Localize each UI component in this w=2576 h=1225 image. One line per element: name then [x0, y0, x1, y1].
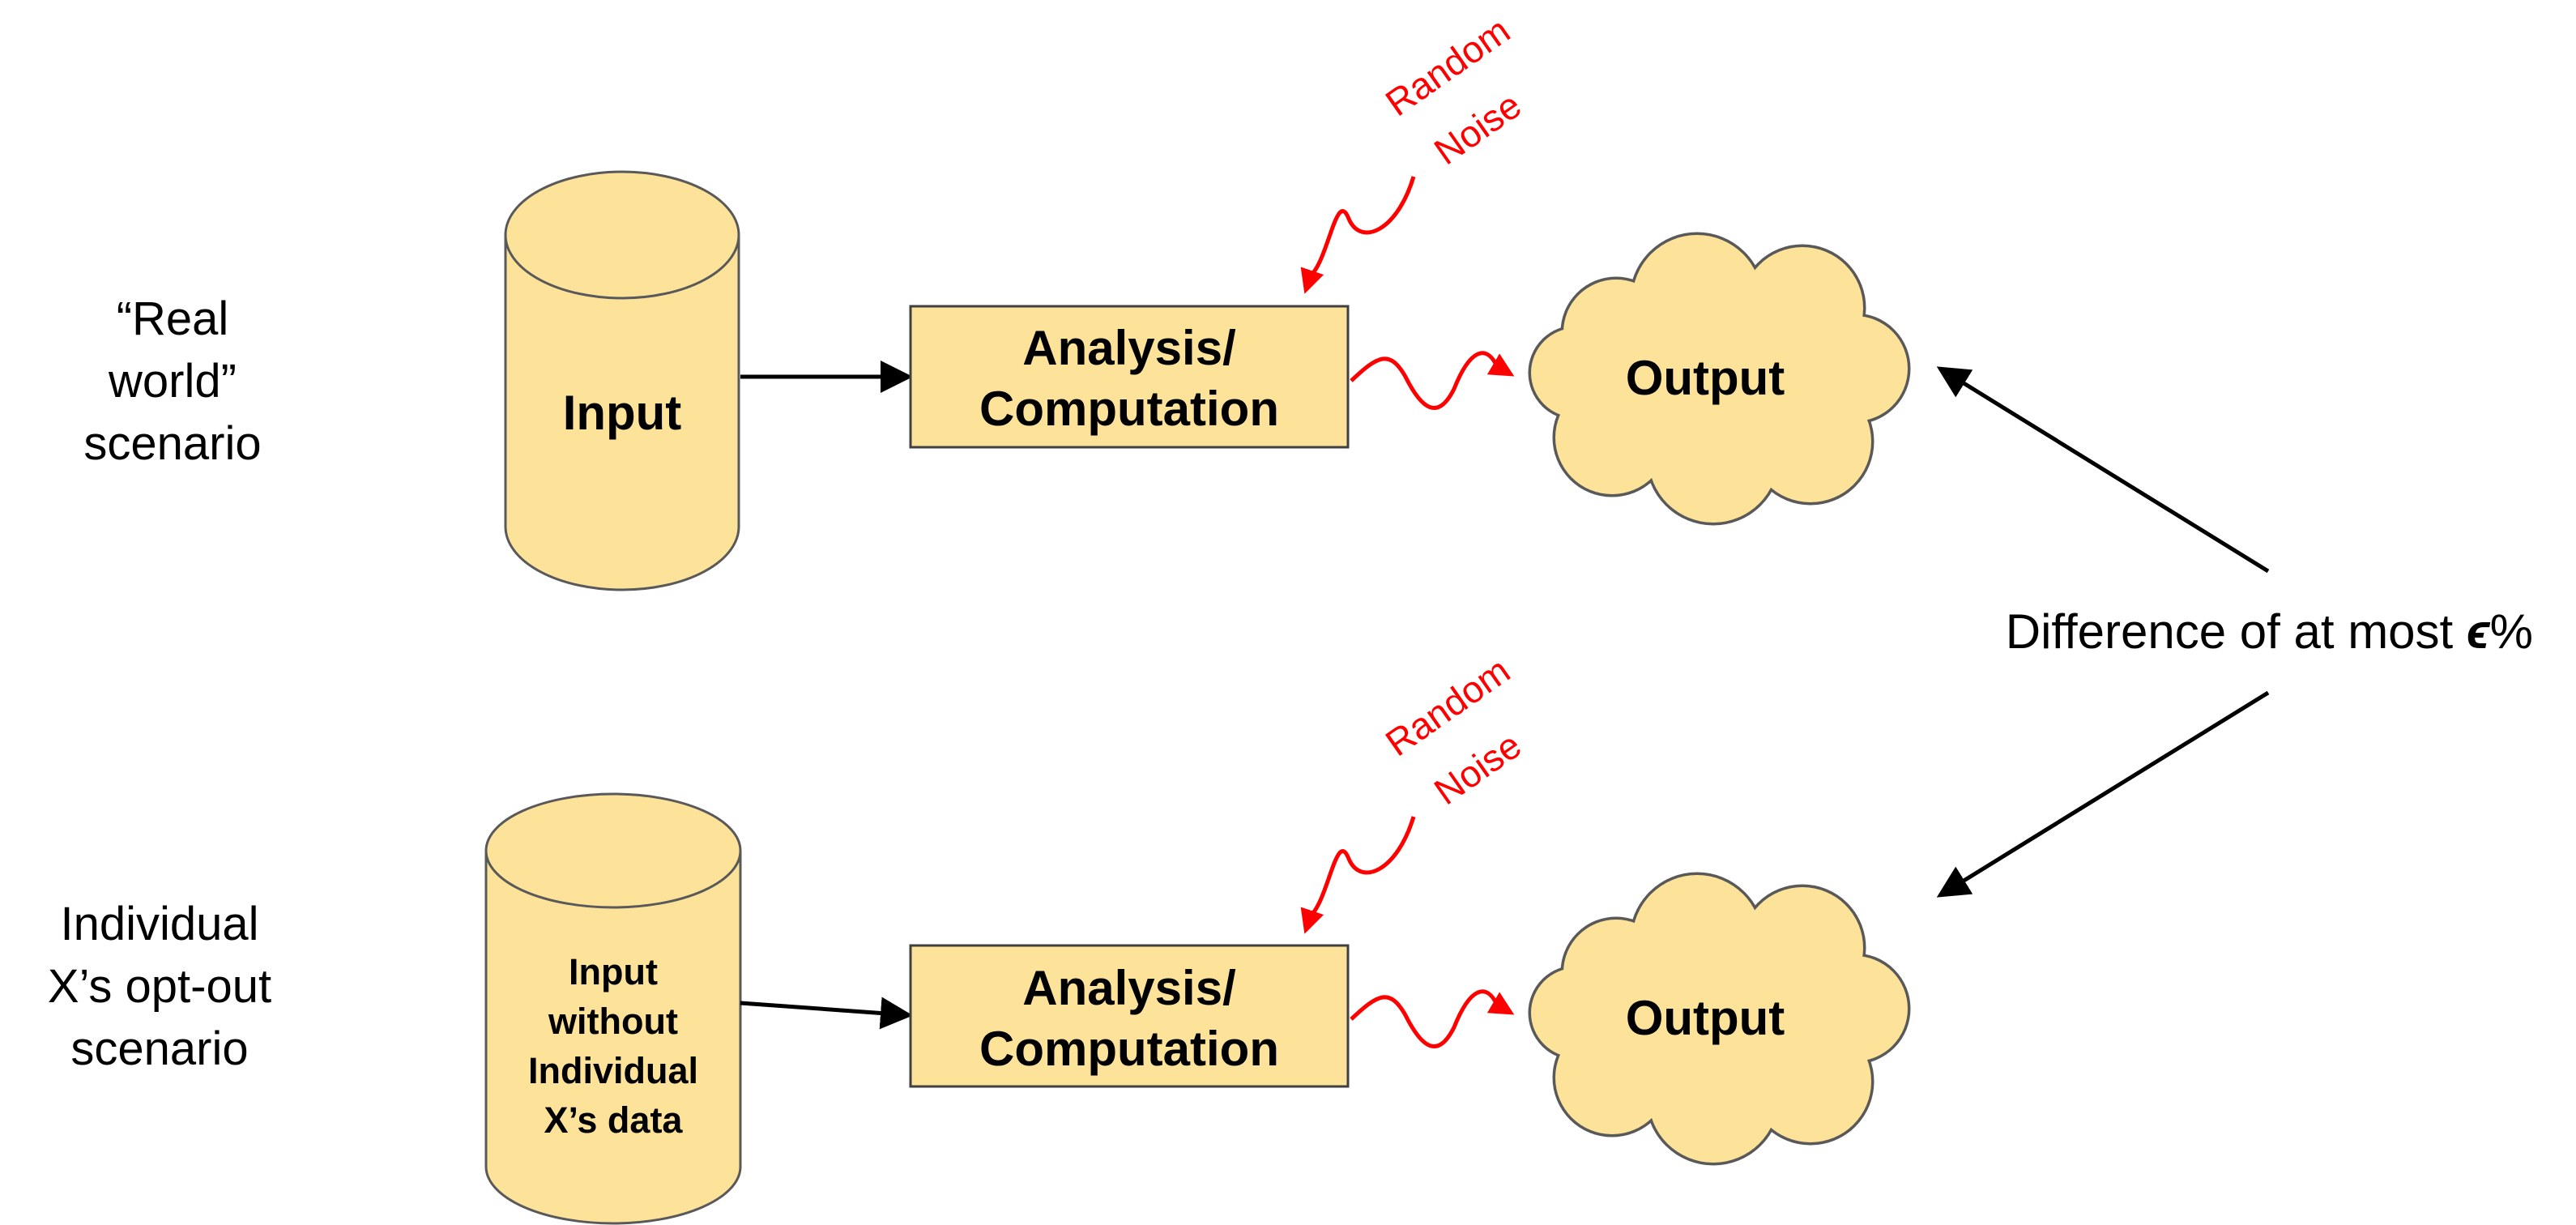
- svg-text:Individual: Individual: [528, 1050, 698, 1091]
- output-cloud-bottom: Output: [1531, 875, 1908, 1163]
- svg-text:Noise: Noise: [1427, 723, 1529, 813]
- analysis-box: Analysis/ Computation: [909, 305, 1350, 449]
- analysis-to-output-squiggle: [1350, 351, 1515, 410]
- svg-text:Individual: Individual: [60, 898, 258, 950]
- svg-text:“Real: “Real: [117, 292, 229, 345]
- random-noise-label: Random Noise: [1378, 9, 1529, 173]
- noise-squiggle-arrow: [1300, 176, 1416, 294]
- output-cloud: Output: [1531, 235, 1908, 523]
- difference-arrow-bottom: [1936, 690, 2270, 898]
- svg-text:Input: Input: [569, 951, 658, 992]
- svg-text:world”: world”: [108, 355, 237, 408]
- noise-squiggle-arrow-bottom: [1300, 816, 1416, 934]
- difference-label: Difference of at most ϵ%: [2006, 604, 2533, 659]
- analysis-to-output-squiggle-bottom: [1350, 989, 1515, 1048]
- output-label: Output: [1626, 351, 1785, 405]
- real-world-scenario-label: “Real world” scenario: [83, 292, 261, 470]
- svg-text:Analysis/: Analysis/: [1022, 961, 1236, 1015]
- opt-out-scenario-label: Individual X’s opt-out scenario: [48, 898, 271, 1075]
- difference-arrow-top: [1936, 366, 2270, 574]
- random-noise-label-bottom: Random Noise: [1378, 649, 1529, 813]
- input-without-individual-database: Input without Individual X’s data: [484, 792, 742, 1225]
- svg-text:X’s opt-out: X’s opt-out: [48, 960, 271, 1013]
- input-to-analysis-arrow-bottom: [740, 997, 913, 1030]
- analysis-box-bottom: Analysis/ Computation: [909, 944, 1350, 1088]
- input-database: Input: [504, 170, 740, 591]
- svg-text:Noise: Noise: [1427, 83, 1529, 173]
- svg-text:without: without: [548, 1001, 678, 1042]
- output-label-bottom: Output: [1626, 991, 1785, 1045]
- svg-text:Computation: Computation: [979, 382, 1279, 436]
- epsilon-symbol: ϵ: [2467, 604, 2491, 659]
- input-label: Input: [563, 386, 682, 440]
- svg-text:X’s data: X’s data: [544, 1099, 684, 1141]
- svg-text:Analysis/: Analysis/: [1022, 321, 1236, 375]
- svg-text:scenario: scenario: [70, 1022, 248, 1075]
- svg-text:scenario: scenario: [83, 417, 261, 470]
- svg-text:Computation: Computation: [979, 1022, 1279, 1076]
